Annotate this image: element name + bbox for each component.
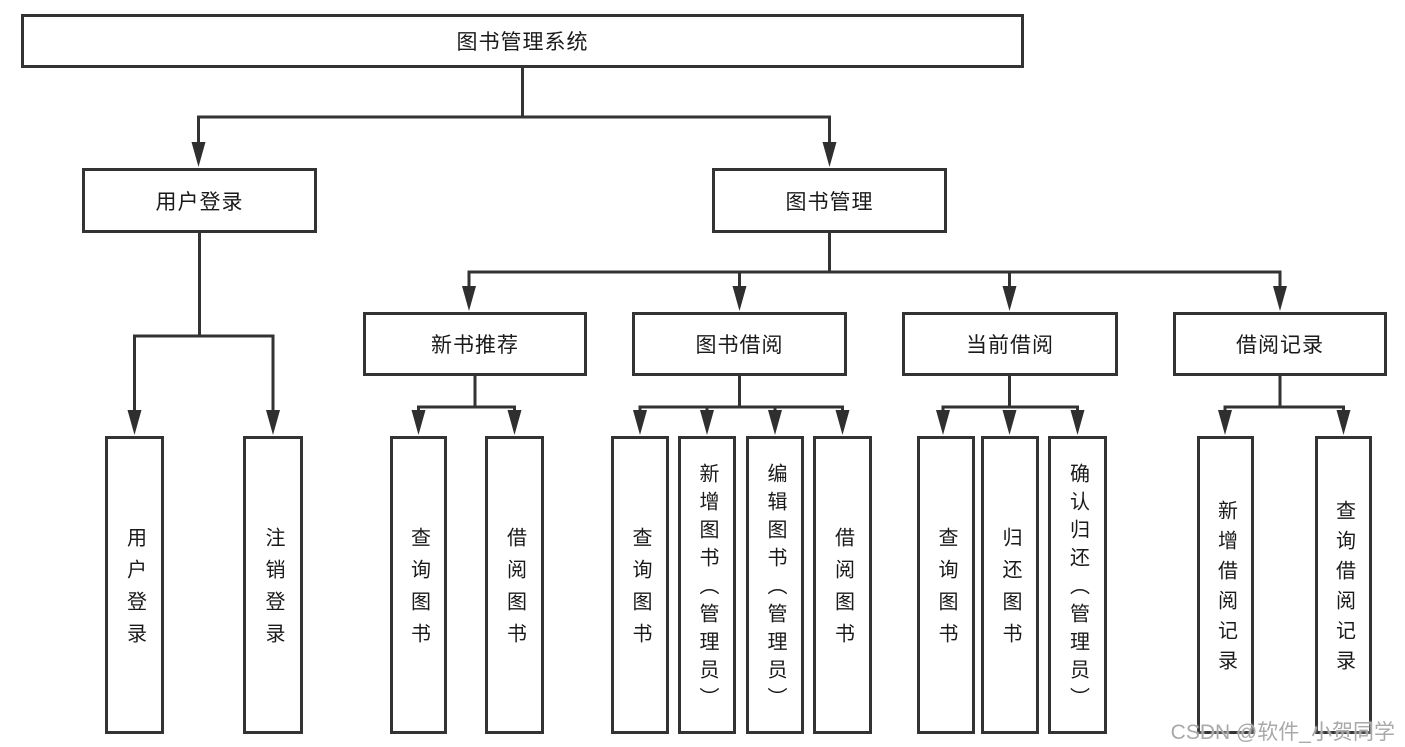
leaf-borrow-books-recommend: 借阅图书 <box>485 436 544 734</box>
node-book-management: 图书管理 <box>712 168 947 233</box>
connector-borrow-records-split <box>1218 376 1351 435</box>
leaf-label: 确认归还（管理员） <box>1066 463 1089 715</box>
csdn-watermark: CSDN @软件_小贺同学 <box>1170 721 1395 744</box>
leaf-label: 查询图书 <box>629 527 651 655</box>
leaf-query-books-borrow: 查询图书 <box>611 436 669 734</box>
node-user-login: 用户登录 <box>82 168 317 233</box>
node-label: 图书管理系统 <box>456 31 589 54</box>
leaf-borrow-books: 借阅图书 <box>813 436 872 734</box>
leaf-add-borrow-record: 新增借阅记录 <box>1197 436 1254 734</box>
leaf-label: 注销登录 <box>262 527 284 655</box>
connector-new-book-recommend-split <box>411 376 522 435</box>
leaf-query-borrow-record: 查询借阅记录 <box>1315 436 1372 734</box>
leaf-confirm-return-admin: 确认归还（管理员） <box>1048 436 1107 734</box>
connector-book-management-split <box>462 233 1287 311</box>
leaf-label: 新增图书（管理员） <box>696 463 718 715</box>
leaf-label: 借阅图书 <box>503 527 526 655</box>
connector-book-borrow-split <box>633 376 850 435</box>
leaf-add-books-admin: 新增图书（管理员） <box>678 436 736 734</box>
leaf-edit-books-admin: 编辑图书（管理员） <box>746 436 804 734</box>
leaf-return-books: 归还图书 <box>981 436 1039 734</box>
connector-current-borrow-split <box>936 376 1085 435</box>
node-current-borrow: 当前借阅 <box>902 312 1118 376</box>
leaf-label: 编辑图书（管理员） <box>764 463 786 715</box>
node-label: 借阅记录 <box>1236 334 1324 357</box>
connector-user-login-split <box>127 233 280 435</box>
leaf-label: 归还图书 <box>999 527 1021 655</box>
leaf-query-books-recommend: 查询图书 <box>390 436 447 734</box>
node-library-management-system: 图书管理系统 <box>21 14 1024 68</box>
node-new-book-recommend: 新书推荐 <box>363 312 587 376</box>
node-label: 图书管理 <box>785 190 874 214</box>
connector-root-split <box>191 66 837 167</box>
leaf-query-books-current: 查询图书 <box>917 436 975 734</box>
leaf-label: 用户登录 <box>123 527 146 655</box>
leaf-user-login: 用户登录 <box>105 436 164 734</box>
leaf-label: 查询借阅记录 <box>1332 500 1355 680</box>
leaf-label: 查询图书 <box>407 527 430 655</box>
node-label: 用户登录 <box>155 190 244 214</box>
node-label: 图书借阅 <box>695 334 784 357</box>
node-book-borrow: 图书借阅 <box>632 312 847 376</box>
node-label: 当前借阅 <box>966 334 1054 357</box>
leaf-label: 查询图书 <box>935 527 957 655</box>
leaf-logout: 注销登录 <box>243 436 303 734</box>
leaf-label: 新增借阅记录 <box>1214 500 1237 680</box>
node-borrow-records: 借阅记录 <box>1173 312 1387 376</box>
leaf-label: 借阅图书 <box>831 527 854 655</box>
node-label: 新书推荐 <box>431 334 519 357</box>
